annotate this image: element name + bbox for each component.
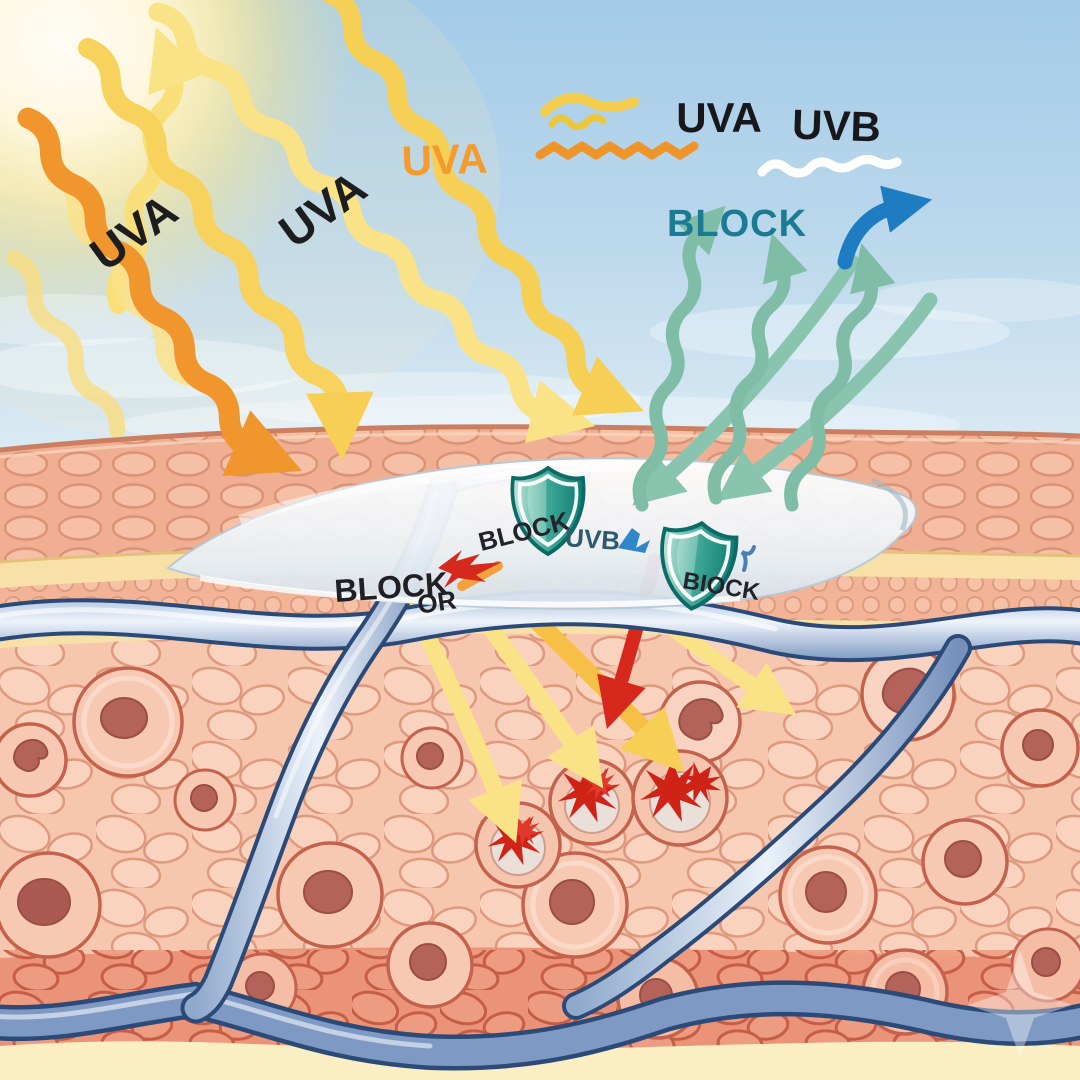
legend-uvb-wave-icon [757, 154, 902, 178]
shield-icon [660, 520, 739, 611]
uva-ray-pale [148, 2, 596, 443]
damaged-cell [548, 758, 636, 846]
dermis-cell [276, 841, 384, 949]
dermis-cell [0, 722, 68, 798]
sparkle-watermark-icon [968, 950, 1072, 1058]
teal-up-arrow [784, 243, 896, 512]
legend-uvb-label: UVB [791, 100, 881, 150]
protection-shields [510, 465, 756, 611]
teal-down-arrow [716, 292, 938, 502]
skin-cross-section [0, 424, 1080, 1080]
uvb-bolt-icon [438, 550, 503, 591]
dermis-cell [921, 818, 1009, 906]
uva-ray-orange [17, 107, 303, 476]
dermis-cell [778, 845, 878, 945]
damaged-cell [631, 749, 729, 847]
blood-vessel-branch-right [562, 634, 972, 1020]
teal-up-arrow [632, 205, 726, 512]
dermis-cell [1010, 927, 1080, 1003]
shield-icon [510, 465, 586, 557]
dermis-cell [1000, 708, 1080, 788]
legend: UVA UVB BLOCK [535, 92, 933, 270]
dermis-cell [72, 666, 184, 778]
uva-ray-yellow [320, 0, 645, 416]
uvb-glyph-icon [618, 528, 650, 553]
vessel-block-label: BLOCK [333, 565, 449, 609]
sun-ray-short [6, 250, 126, 438]
dermis-cell [0, 851, 102, 959]
legend-uva-label: UVA [676, 94, 762, 141]
paint-splash-icon [740, 545, 756, 572]
dermis-cell [386, 921, 474, 1009]
uva-label-orange: UVA [401, 135, 488, 185]
dermis-cell [521, 851, 629, 959]
damaged-cell [474, 801, 562, 889]
teal-up-arrow [707, 232, 808, 505]
legend-uva-wave-icon [535, 92, 699, 160]
reflect-arrow-icon [837, 185, 933, 270]
uva-ray-yellow [78, 38, 374, 461]
vessel-or-label: OR [415, 584, 458, 619]
uv-rays-incoming [6, 0, 645, 476]
shield1-uvb-label: UVB [564, 522, 621, 556]
sun-ray-short [46, 166, 195, 386]
legend-block-label: BLOCK [667, 203, 807, 245]
blocked-uv-arrows [632, 205, 938, 512]
dermis-cell [400, 726, 464, 790]
dermis-cell [173, 768, 237, 832]
